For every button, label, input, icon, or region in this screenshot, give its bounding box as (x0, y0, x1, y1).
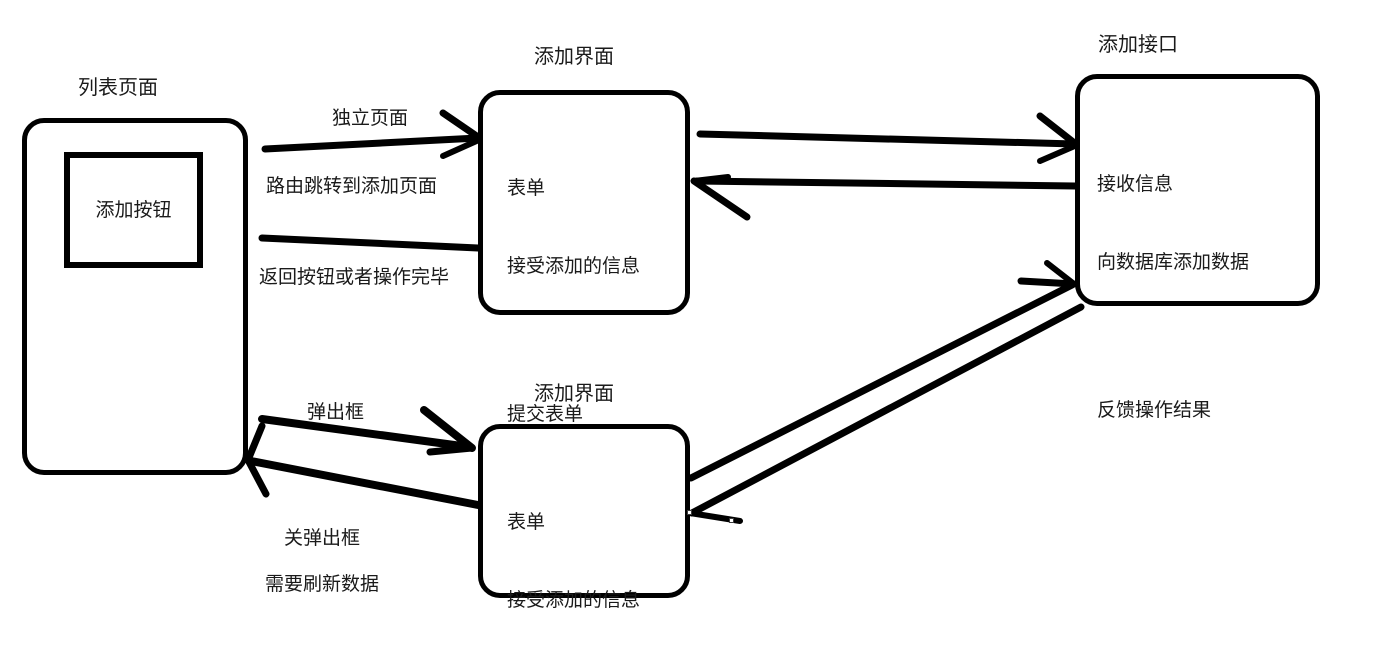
edge-submit-top (696, 112, 1081, 164)
add-button[interactable]: 添加按钮 (64, 152, 203, 268)
add-view-bottom-line1: 表单 (507, 511, 546, 533)
edge-label-popup: 弹出框 (307, 401, 365, 423)
add-button-label: 添加按钮 (95, 199, 172, 221)
add-view-bottom-title: 添加界面 (534, 381, 614, 405)
add-view-top-line1: 表单 (507, 177, 546, 199)
edge-back-or-done (258, 234, 482, 252)
add-api-line3: 反馈操作结果 (1097, 399, 1212, 421)
add-view-top-body: 表单 接受添加的信息 提交表单 (507, 123, 640, 479)
selection-handle-end[interactable] (729, 518, 734, 523)
add-api-title: 添加接口 (1098, 32, 1178, 56)
add-view-top-title: 添加界面 (534, 44, 614, 68)
add-view-top-line3: 提交表单 (507, 403, 584, 425)
edge-label-close-popup: 关弹出框 (284, 527, 361, 549)
add-view-top-node[interactable]: 表单 接受添加的信息 提交表单 (478, 90, 690, 425)
list-page-node[interactable]: 添加按钮 (22, 118, 248, 475)
add-view-bottom-body: 表单 接受添加的信息 提交表单 (507, 457, 640, 667)
edge-label-back-or-done: 返回按钮或者操作完毕 (259, 266, 450, 288)
spacer (1097, 327, 1249, 345)
add-view-top-line2: 接受添加的信息 (507, 255, 641, 277)
edge-popup-open (258, 406, 476, 456)
add-api-line2: 向数据库添加数据 (1097, 251, 1250, 273)
selection-handle-start[interactable] (687, 510, 692, 515)
edge-label-route-jump: 路由跳转到添加页面 (266, 175, 438, 197)
add-view-bottom-node[interactable]: 表单 接受添加的信息 提交表单 (478, 424, 690, 611)
add-api-line1: 接收信息 (1097, 173, 1174, 195)
edge-result-top (690, 174, 1079, 221)
add-view-bottom-line2: 接受添加的信息 (507, 589, 641, 611)
spacer (507, 331, 640, 349)
edge-submit-bottom (687, 260, 1078, 482)
edge-popup-close (244, 422, 482, 509)
edge-label-need-refresh: 需要刷新数据 (265, 573, 380, 595)
edge-result-bottom (687, 303, 1085, 524)
edge-route-jump (261, 109, 485, 159)
add-api-body: 接收信息 向数据库添加数据 反馈操作结果 (1097, 119, 1249, 475)
edge-label-independent-page: 独立页面 (332, 107, 409, 129)
list-page-title: 列表页面 (78, 75, 158, 99)
add-api-node[interactable]: 接收信息 向数据库添加数据 反馈操作结果 (1075, 74, 1320, 421)
